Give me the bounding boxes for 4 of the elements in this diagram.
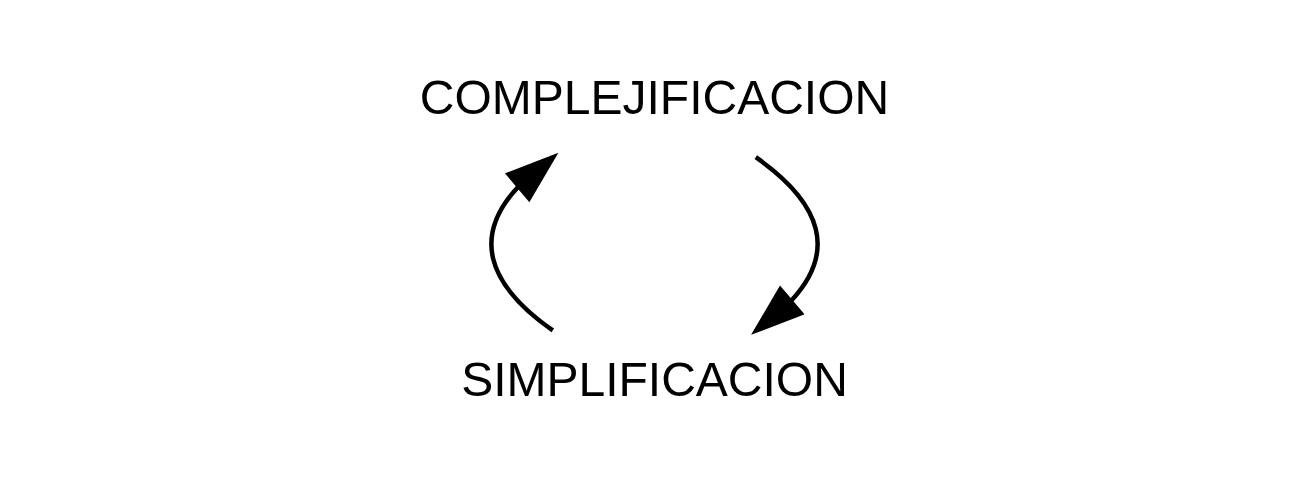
node-text: SIMPLIFICACION (460, 353, 848, 407)
arrow (488, 152, 558, 333)
arrow (750, 155, 820, 335)
node-text: COMPLEJIFICACION (419, 71, 889, 125)
